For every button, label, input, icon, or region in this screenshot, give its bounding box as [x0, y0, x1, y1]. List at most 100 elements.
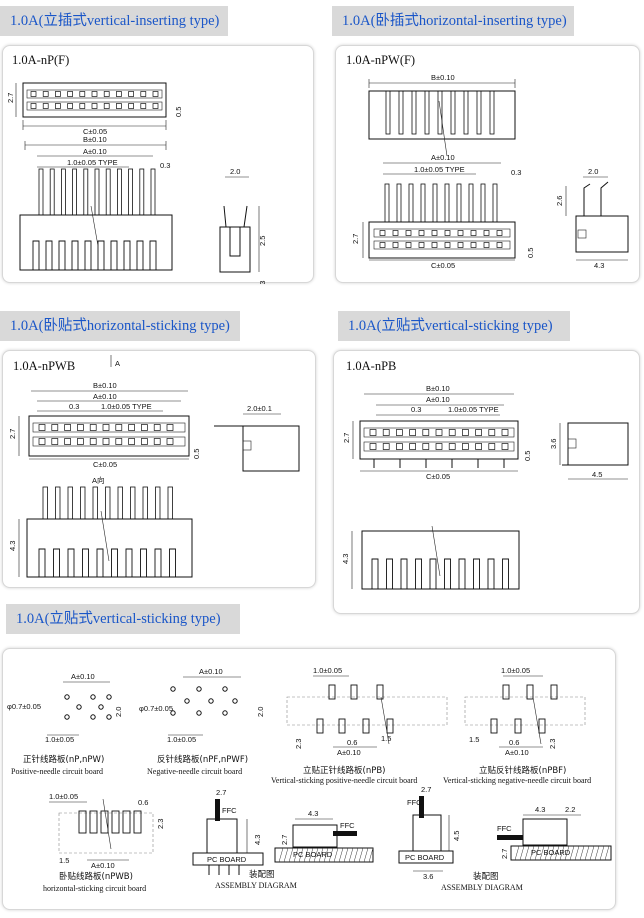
svg-text:FFC: FFC: [497, 824, 512, 833]
svg-text:A±0.10: A±0.10: [337, 748, 361, 757]
svg-text:horizontal-sticking circuit bo: horizontal-sticking circuit board: [43, 884, 146, 893]
svg-text:PC BOARD: PC BOARD: [207, 855, 247, 864]
svg-text:2.2: 2.2: [565, 805, 575, 814]
svg-text:1.0±0.05: 1.0±0.05: [45, 735, 74, 744]
layout-vsticking-positive: 1.0±0.05 2.3 0.6 1.5 A±0.10 立贴正针线路板(nPB)…: [271, 666, 448, 785]
svg-text:2.6: 2.6: [555, 196, 564, 206]
svg-text:3.6: 3.6: [549, 439, 558, 449]
svg-text:A向: A向: [92, 475, 105, 485]
svg-text:0.6: 0.6: [509, 738, 519, 747]
svg-text:PC BOARD: PC BOARD: [405, 853, 445, 862]
svg-text:2.7: 2.7: [8, 429, 17, 439]
svg-text:4.3: 4.3: [341, 554, 350, 564]
drawing-np: 2.7 C±0.05 0.5 B±0.10 A±0.10 1.0±0.05 TY…: [6, 82, 267, 284]
svg-text:A±0.10: A±0.10: [71, 672, 95, 681]
assembly-diagram-horizontal-2: 4.3 2.2 FFC 2.7 PC BOARD: [497, 805, 612, 861]
svg-text:A: A: [115, 359, 120, 368]
part-number-npb: 1.0A-nPB: [346, 359, 397, 373]
svg-text:C±0.05: C±0.05: [93, 460, 117, 469]
svg-text:2.7: 2.7: [421, 785, 431, 794]
svg-text:A±0.10: A±0.10: [83, 147, 107, 156]
svg-text:4.5: 4.5: [452, 831, 461, 841]
part-number-npwb: 1.0A-nPWB: [13, 359, 76, 373]
assembly-diagram-vertical-2: 2.7 FFC 4.5 PC BOARD 3.6: [398, 785, 461, 881]
svg-text:C±0.05: C±0.05: [426, 472, 450, 481]
svg-text:FFC: FFC: [222, 806, 237, 815]
layout-vsticking-negative: 1.0±0.05 1.5 0.6 2.3 A±0.10 立贴反针线路板(nPBF…: [443, 666, 591, 785]
svg-text:2.7: 2.7: [351, 234, 360, 244]
svg-text:0.6: 0.6: [347, 738, 357, 747]
svg-text:1.0±0.05: 1.0±0.05: [49, 792, 78, 801]
svg-text:0.5: 0.5: [523, 451, 532, 461]
svg-text:4.3: 4.3: [308, 809, 318, 818]
svg-text:4.3: 4.3: [594, 261, 604, 270]
svg-text:1.0±0.05: 1.0±0.05: [501, 666, 530, 675]
svg-text:2.7: 2.7: [280, 835, 289, 845]
svg-text:B±0.10: B±0.10: [431, 73, 455, 82]
svg-text:0.6: 0.6: [138, 798, 148, 807]
assembly-diagram-vertical: 2.7 FFC 4.3 PC BOARD: [192, 788, 264, 875]
svg-text:2.0: 2.0: [114, 707, 123, 717]
layout-hsticking: 1.0±0.05 0.6 2.3 1.5 A±0.10 卧贴线路板(nPWB) …: [43, 792, 165, 893]
svg-text:0.3: 0.3: [69, 402, 79, 411]
section-header-pcb: 1.0A(立贴式vertical-sticking type): [6, 604, 240, 634]
svg-text:Negative-needle circuit board: Negative-needle circuit board: [147, 767, 242, 776]
assembly-diagram-horizontal: 4.3 FFC 2.7 PC BOARD: [274, 809, 374, 863]
svg-text:B±0.10: B±0.10: [426, 384, 450, 393]
svg-text:4.3: 4.3: [535, 805, 545, 814]
section-header-vertical-sticking: 1.0A(立贴式vertical-sticking type): [338, 311, 570, 341]
svg-text:2.7: 2.7: [6, 93, 15, 103]
svg-text:立贴反针线路板(nPBF): 立贴反针线路板(nPBF): [479, 765, 566, 776]
svg-text:0.3: 0.3: [511, 168, 521, 177]
svg-text:Positive-needle circuit board: Positive-needle circuit board: [11, 767, 103, 776]
svg-text:0.5: 0.5: [526, 248, 535, 258]
panel-vertical-sticking: 1.0A-nPB B±0.10 A±0.10 0.3 1.0±0.05 TYPE…: [333, 350, 640, 614]
svg-text:2.0: 2.0: [230, 167, 240, 176]
svg-text:A±0.10: A±0.10: [91, 861, 115, 870]
part-number-npw: 1.0A-nPW(F): [346, 53, 416, 67]
svg-text:1.0±0.05: 1.0±0.05: [167, 735, 196, 744]
svg-text:Vertical-sticking positive-nee: Vertical-sticking positive-needle circui…: [271, 776, 417, 785]
svg-text:FFC: FFC: [407, 798, 422, 807]
drawing-npw: B±0.10 A±0.10 1.0±0.05 TYPE 0.3 2.7 C±0.…: [351, 73, 629, 270]
svg-text:0.5: 0.5: [192, 449, 201, 459]
section-header-vertical-inserting: 1.0A(立插式vertical-inserting type): [0, 6, 228, 36]
svg-text:C±0.05: C±0.05: [431, 261, 455, 270]
panel-vertical-inserting: 1.0A-nP(F) 2.7 C±0.05 0.5 B±0.10 A±0.10 …: [2, 45, 314, 284]
svg-text:ASSEMBLY DIAGRAM: ASSEMBLY DIAGRAM: [441, 883, 523, 892]
svg-text:2.7: 2.7: [500, 849, 509, 859]
svg-text:4.3: 4.3: [258, 281, 267, 284]
svg-text:C±0.05: C±0.05: [83, 127, 107, 136]
svg-text:φ0.7±0.05: φ0.7±0.05: [139, 704, 173, 713]
part-number-np: 1.0A-nP(F): [12, 53, 70, 67]
svg-text:1.0±0.05 TYPE: 1.0±0.05 TYPE: [101, 402, 152, 411]
svg-text:B±0.10: B±0.10: [83, 135, 107, 144]
svg-text:1.5: 1.5: [381, 734, 391, 743]
svg-text:4.3: 4.3: [253, 835, 262, 845]
section-header-horizontal-sticking: 1.0A(卧贴式horizontal-sticking type): [0, 311, 240, 341]
drawing-pcb: A±0.10 φ0.7±0.05 2.0 1.0±0.05 正针线路板(nP,n…: [7, 666, 612, 893]
svg-text:1.5: 1.5: [59, 856, 69, 865]
svg-text:A±0.10: A±0.10: [199, 667, 223, 676]
svg-text:4.5: 4.5: [592, 470, 602, 479]
drawing-npwb: A B±0.10 A±0.10 0.3 1.0±0.05 TYPE 2.7 C±…: [8, 355, 300, 578]
svg-text:立贴正针线路板(nPB): 立贴正针线路板(nPB): [303, 765, 385, 776]
layout-positive-needle: A±0.10 φ0.7±0.05 2.0 1.0±0.05 正针线路板(nP,n…: [7, 672, 123, 776]
svg-text:2.3: 2.3: [548, 739, 557, 749]
svg-text:1.0±0.05 TYPE: 1.0±0.05 TYPE: [414, 165, 465, 174]
svg-text:2.7: 2.7: [216, 788, 226, 797]
svg-text:2.0: 2.0: [588, 167, 598, 176]
svg-text:装配图: 装配图: [473, 871, 499, 882]
svg-text:0.5: 0.5: [174, 107, 183, 117]
svg-text:2.7: 2.7: [342, 433, 351, 443]
svg-text:ASSEMBLY DIAGRAM: ASSEMBLY DIAGRAM: [215, 881, 297, 890]
svg-text:2.0: 2.0: [256, 707, 265, 717]
svg-text:3.6: 3.6: [423, 872, 433, 881]
svg-text:PC BOARD: PC BOARD: [531, 848, 571, 857]
svg-text:φ0.7±0.05: φ0.7±0.05: [7, 702, 41, 711]
panel-horizontal-sticking: 1.0A-nPWB A B±0.10 A±0.10 0.3 1.0±0.05 T…: [2, 350, 316, 588]
svg-text:FFC: FFC: [340, 821, 355, 830]
svg-text:2.3: 2.3: [294, 739, 303, 749]
svg-text:装配图: 装配图: [249, 869, 275, 880]
svg-text:1.5: 1.5: [469, 735, 479, 744]
